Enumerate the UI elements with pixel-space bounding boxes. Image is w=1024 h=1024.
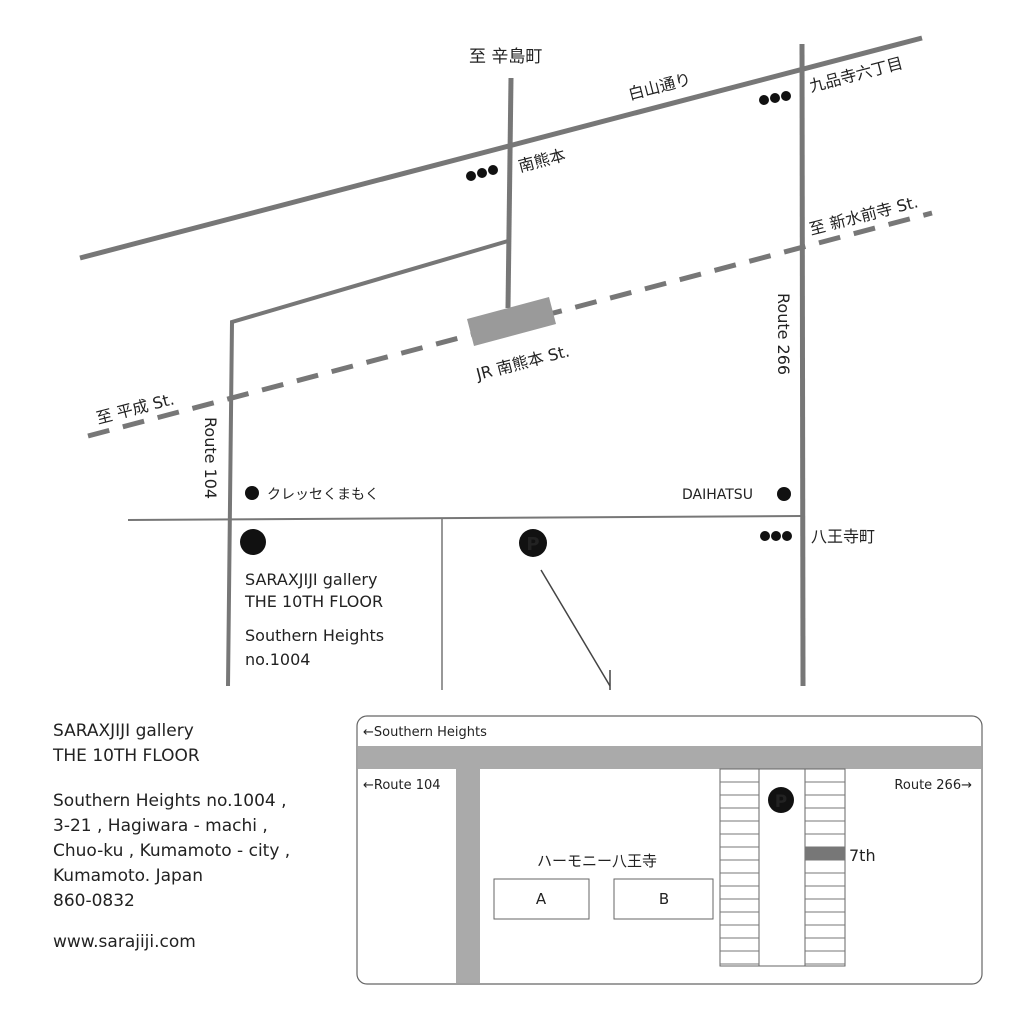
address-line3: Chuo-ku , Kumamoto - city , xyxy=(53,841,291,861)
building-a xyxy=(493,878,590,920)
parking-pointer xyxy=(540,569,611,687)
address-postal-code: 860-0832 xyxy=(53,891,135,911)
kuhonji-dots xyxy=(759,91,791,105)
jr-station-building xyxy=(467,297,556,346)
kuhonji-label: 九品寺六丁目 xyxy=(807,53,905,96)
hachiouji-dots xyxy=(760,531,792,541)
website-link[interactable]: www.sarajiji.com xyxy=(53,932,196,952)
minami-kumamoto-dots xyxy=(466,165,498,181)
gallery-address-line1: Southern Heights xyxy=(245,626,384,645)
jr-station-label: JR 南熊本 St. xyxy=(473,341,571,384)
address-name-line2: THE 10TH FLOOR xyxy=(53,746,200,766)
gallery-name-line1: SARAXJIJI gallery xyxy=(245,570,377,589)
detail-route-266-label: Route 266→ xyxy=(894,778,972,793)
north-road-label: 至 辛島町 xyxy=(469,47,542,67)
hakusan-street-road xyxy=(79,35,923,261)
minami-kumamoto-label: 南熊本 xyxy=(516,145,567,175)
address-spacer-2 xyxy=(53,914,290,930)
route-104-road xyxy=(226,239,509,687)
reserved-parking-spot xyxy=(805,847,845,860)
address-name-line1: SARAXJIJI gallery xyxy=(53,721,194,741)
daihatsu-label: DAIHATSU xyxy=(682,487,753,503)
address-spacer xyxy=(53,769,290,789)
detail-southern-heights-label: ←Southern Heights xyxy=(363,725,487,740)
building-name-label: ハーモニー八王寺 xyxy=(537,852,657,870)
detail-parking-marker xyxy=(768,787,794,813)
kuresse-marker xyxy=(245,486,259,500)
building-b-label: B xyxy=(659,890,669,908)
gallery-name-line2: THE 10TH FLOOR xyxy=(244,592,383,611)
address-line1: Southern Heights no.1004 , xyxy=(53,791,287,811)
detail-parking-marker-label: P xyxy=(775,792,787,812)
hachiouji-road xyxy=(127,515,803,521)
parking-marker xyxy=(519,529,547,557)
detail-top-road xyxy=(358,746,981,769)
north-road xyxy=(505,77,514,309)
detail-map: ←Southern Heights ←Route 104 Route 266→ … xyxy=(356,715,983,985)
parking-marker-label: P xyxy=(526,534,539,555)
route-266-label: Route 266 xyxy=(774,293,793,375)
reserved-spot-label: 7th xyxy=(849,846,876,865)
hachiouji-label: 八王寺町 xyxy=(811,527,875,546)
gallery-address-line2: no.1004 xyxy=(245,650,310,669)
address-block: SARAXJIJI gallery THE 10TH FLOOR Souther… xyxy=(53,719,290,955)
detail-route-104-label: ←Route 104 xyxy=(363,778,441,793)
route-266-road xyxy=(799,43,806,687)
building-a-label: A xyxy=(536,890,547,908)
building-b xyxy=(613,878,714,920)
route-104-label: Route 104 xyxy=(201,417,220,499)
gallery-marker xyxy=(240,529,266,555)
detail-route-104-road xyxy=(456,769,480,983)
address-line2: 3-21 , Hagiwara - machi , xyxy=(53,816,268,836)
kuresse-label: クレッセくまもく xyxy=(267,487,379,503)
daihatsu-marker xyxy=(777,487,791,501)
address-line4: Kumamoto. Japan xyxy=(53,866,204,886)
